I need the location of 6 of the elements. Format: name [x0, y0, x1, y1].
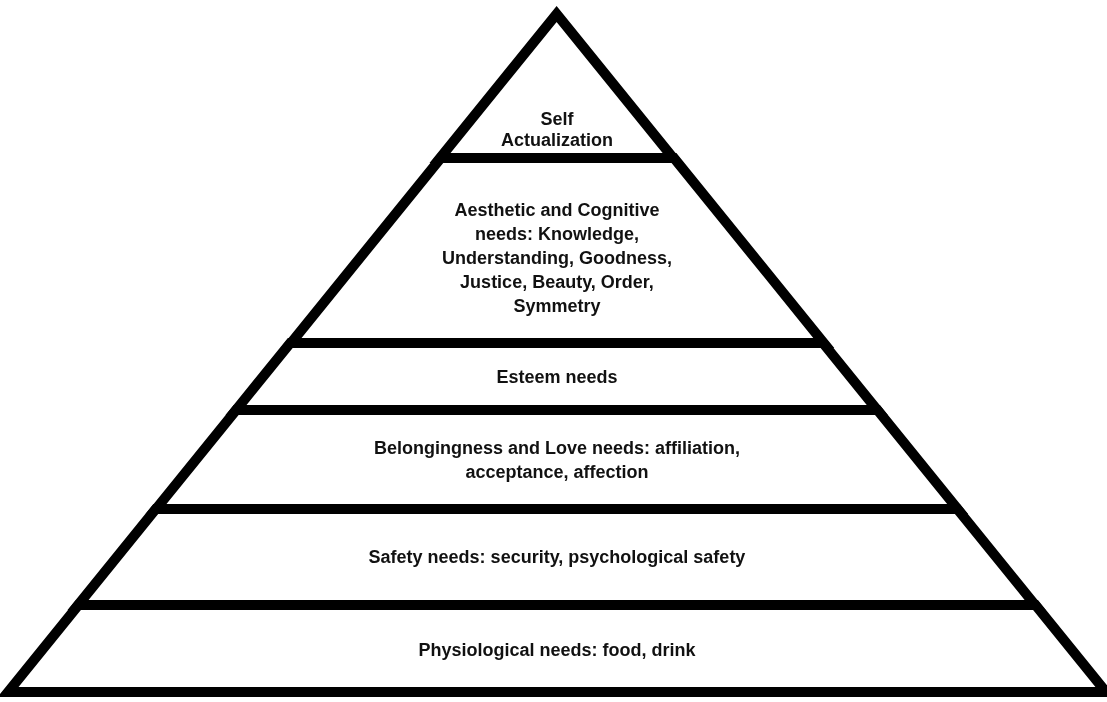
tier-label: Aesthetic and Cognitive needs: Knowledge, Understanding, Goodness, Justice, Beauty, Order, Symmetry [440, 199, 673, 318]
tier-label: Safety needs: security, psychological safety [368, 546, 746, 569]
tier-label: Self Actualization [500, 109, 614, 151]
tier-label: Belongingness and Love needs: affiliation, acceptance, affection [372, 437, 741, 484]
tier-label: Esteem needs [496, 366, 618, 389]
tier-label: Physiological needs: food, drink [418, 639, 696, 662]
